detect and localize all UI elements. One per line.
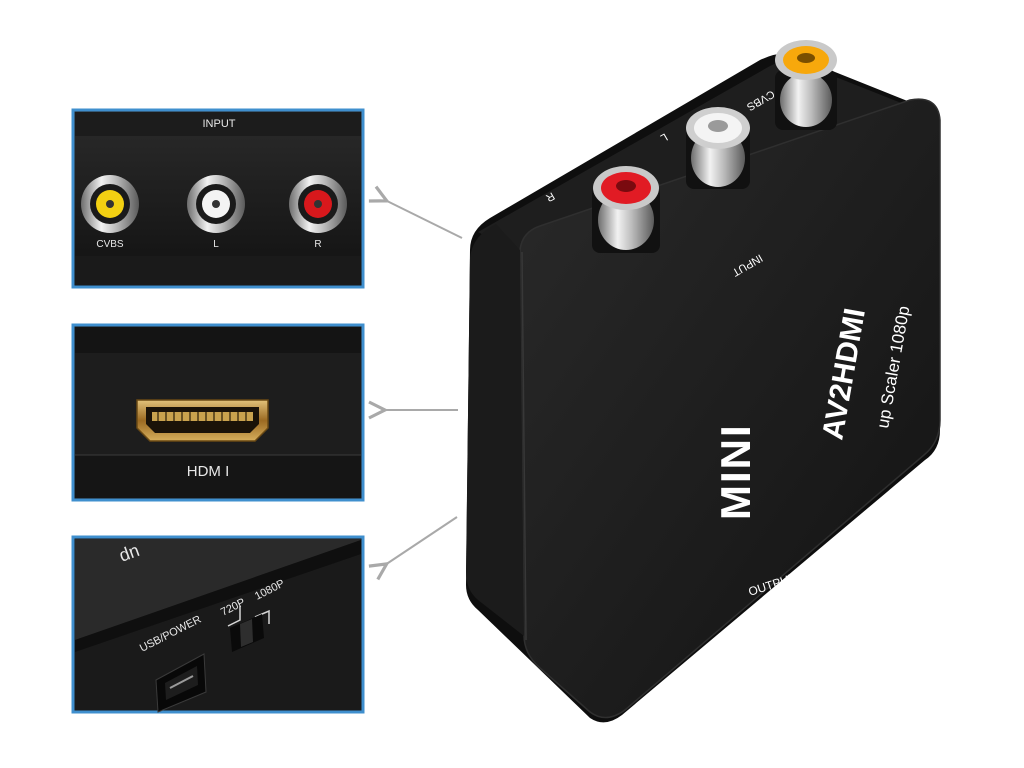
- left-audio-jack: [187, 175, 245, 233]
- left-jack-label: L: [213, 239, 219, 250]
- mini-usb-port: [155, 653, 207, 713]
- power-callout-arrow: [385, 516, 458, 565]
- device-left-edge: [466, 224, 524, 636]
- input-callout-arrow: [385, 200, 463, 239]
- right-jack-label: R: [314, 239, 321, 250]
- device-front-face: [519, 98, 941, 719]
- input-panel-title: INPUT: [203, 118, 236, 130]
- device-brand-logo: MINI: [712, 423, 759, 520]
- cvbs-jack: [81, 175, 139, 233]
- hdmi-port-icon: [136, 399, 269, 442]
- cvbs-jack-label: CVBS: [96, 239, 124, 250]
- resolution-switch: [230, 614, 264, 652]
- hdmi-panel-top-strip: [75, 327, 361, 353]
- hdmi-panel-bottom-strip: [75, 455, 361, 498]
- av2hdmi-device: R L CVBS INPUT AV2HDMI up Scaler 1080p M…: [466, 40, 941, 723]
- callout-arrows: [383, 200, 463, 565]
- right-audio-jack: [289, 175, 347, 233]
- hdmi-detail-panel: HDM I: [71, 323, 365, 502]
- input-panel-bottom-strip: [75, 256, 361, 285]
- device-red-jack: [592, 166, 660, 253]
- input-detail-panel: INPUT CVBS L R: [71, 108, 365, 289]
- device-white-jack: [686, 107, 750, 189]
- power-detail-panel: up USB/POWER 720P 1080P: [71, 535, 365, 714]
- device-yellow-jack: [775, 40, 837, 130]
- hdmi-port-label: HDM I: [187, 463, 230, 480]
- device-l-jack-label: L: [658, 130, 669, 143]
- input-panel-top-strip: [75, 112, 361, 136]
